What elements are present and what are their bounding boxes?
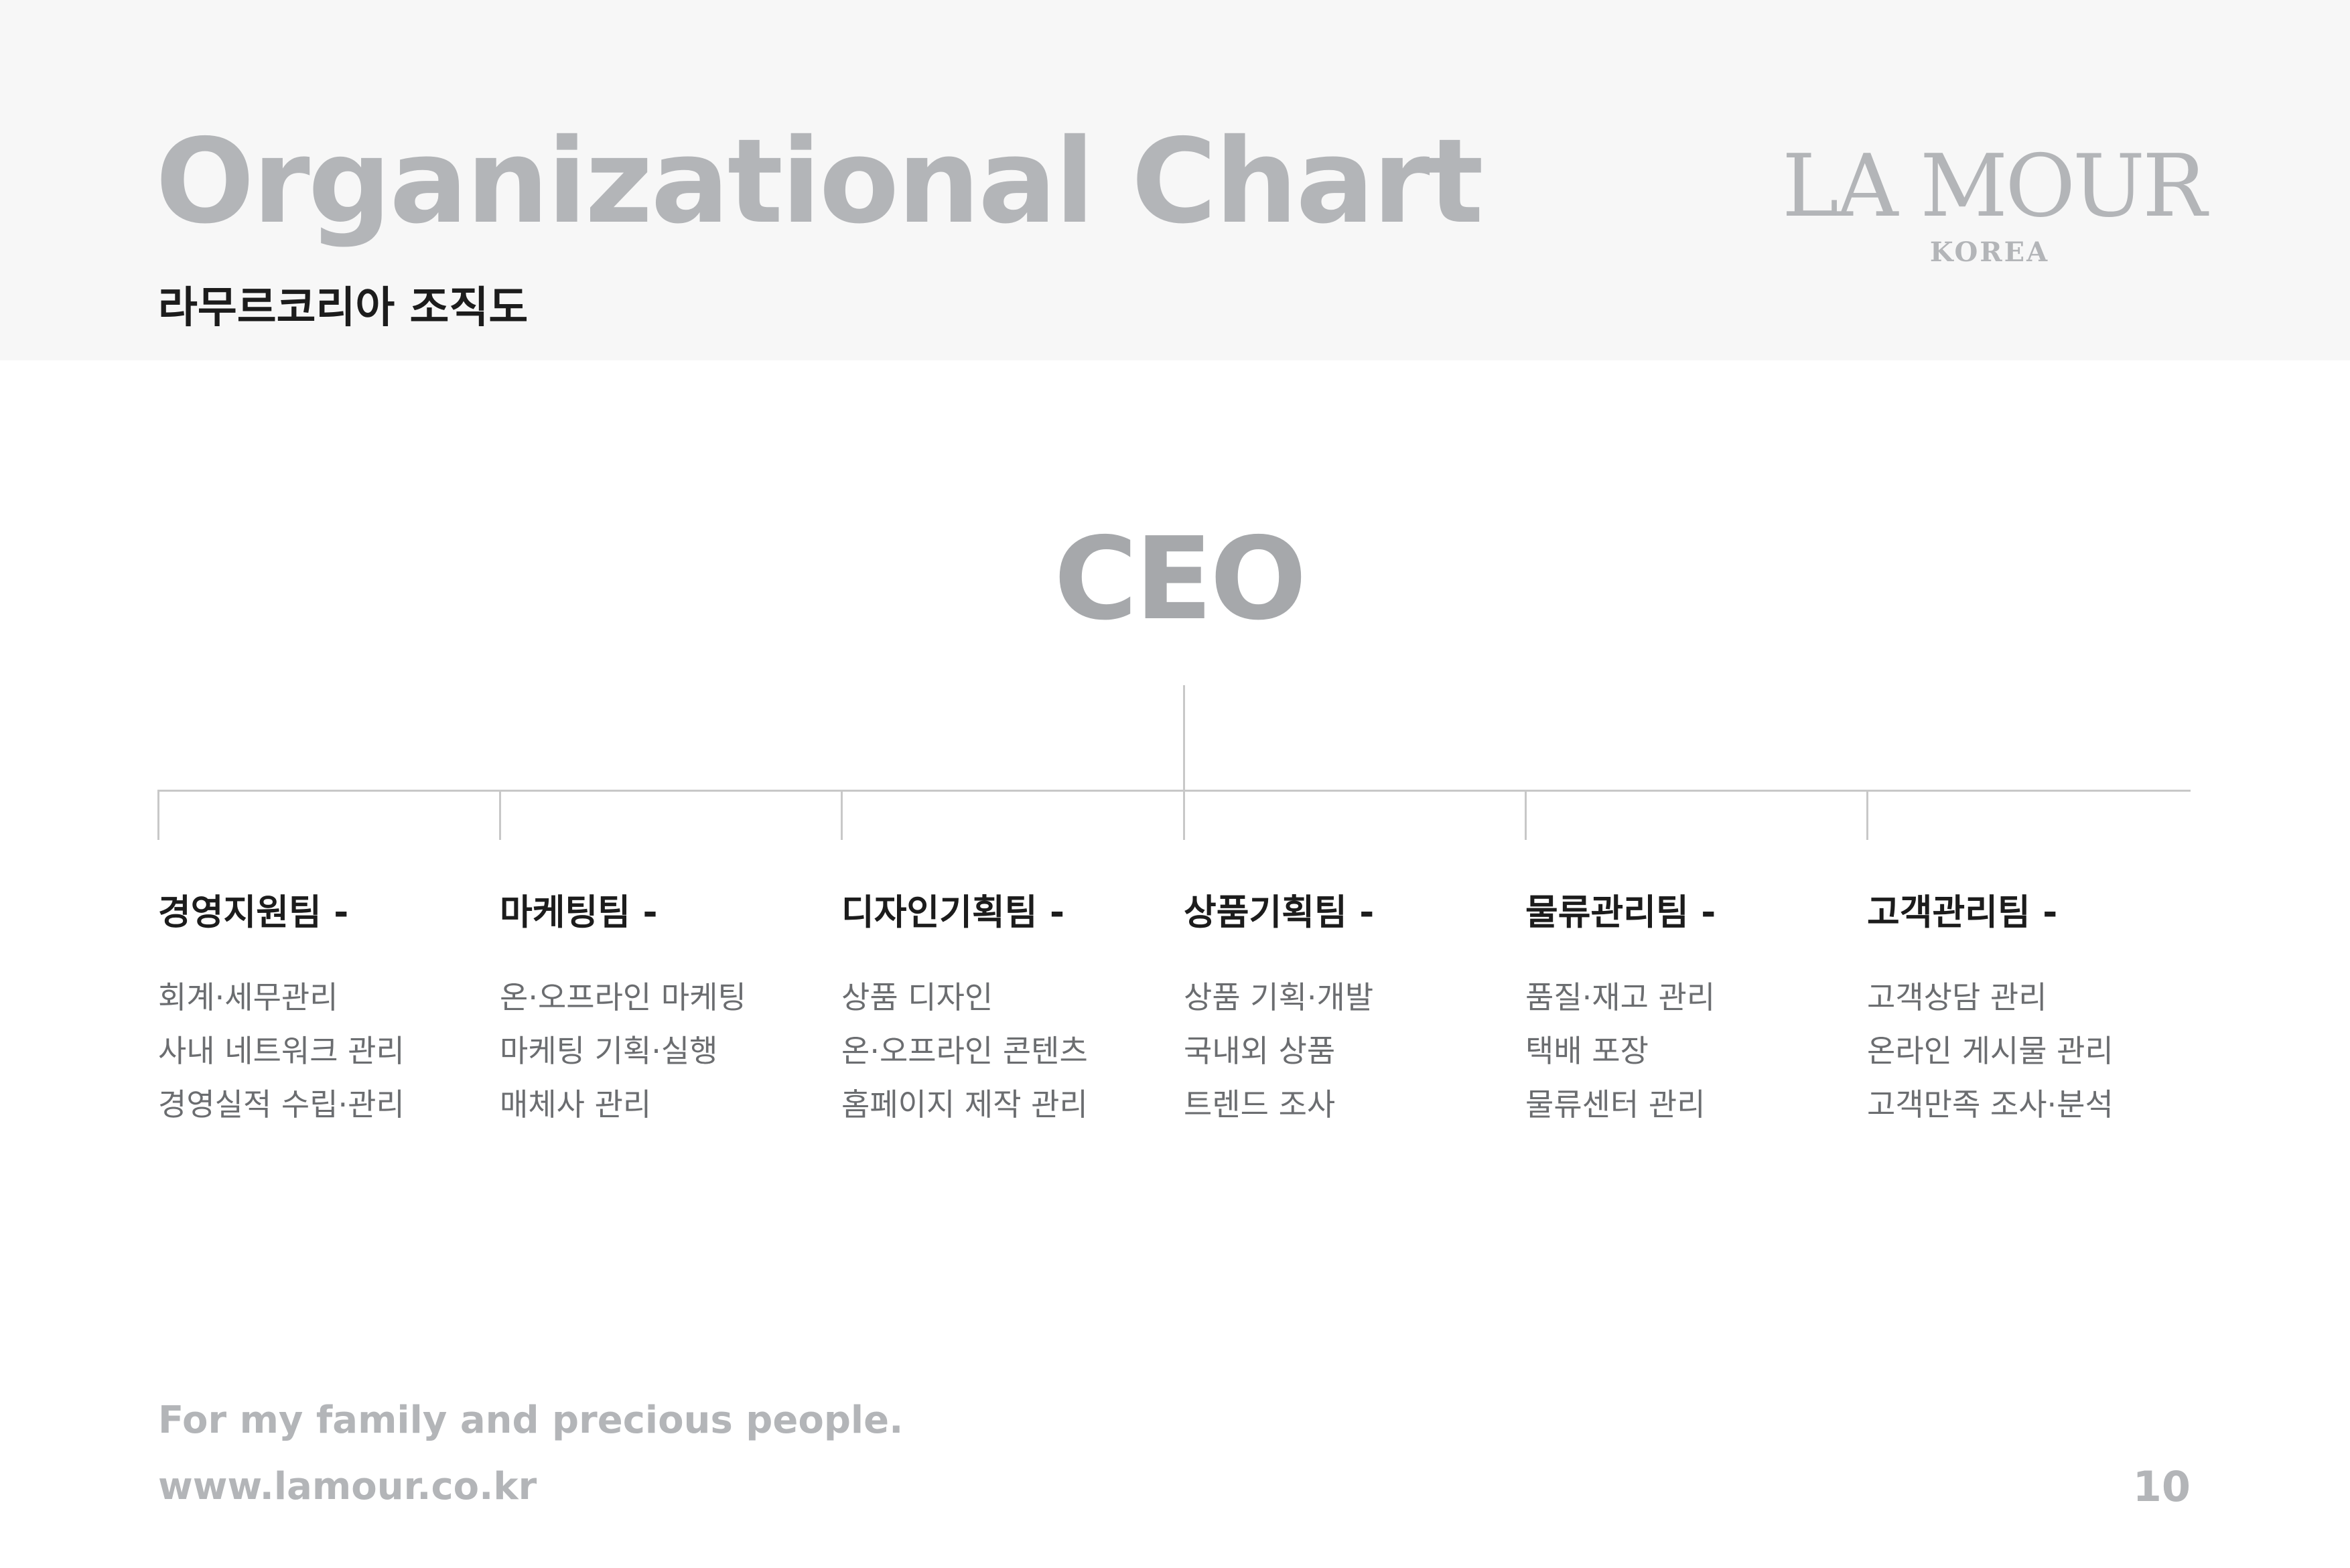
- team-customer-care: 고객관리팀 - 고객상담 관리 온라인 게시물 관리 고객만족 조사·분석: [1867, 895, 2195, 1131]
- team-product-planning: 상품기획팀 - 상품 기획·개발 국내외 상품 트렌드 조사: [1184, 895, 1512, 1131]
- team-name: 마케팅팀 -: [500, 892, 658, 933]
- header-band: Organizational Chart 라무르코리아 조직도 LA MOUR …: [0, 0, 2350, 360]
- team-connector-line: [157, 790, 159, 840]
- team-duty: 온라인 게시물 관리: [1867, 1033, 2114, 1069]
- team-connector-line: [841, 790, 843, 840]
- logo-subtext: KOREA: [1929, 236, 2050, 268]
- page-number: 10: [2132, 1462, 2191, 1511]
- horizontal-connector-line: [157, 790, 2191, 792]
- team-duty: 택배 포장: [1525, 1033, 1649, 1069]
- team-duty: 마케팅 기획·실행: [500, 1033, 718, 1069]
- team-connector-line: [1183, 790, 1185, 840]
- team-duty: 회계·세무관리: [158, 979, 338, 1015]
- team-name: 경영지원팀 -: [158, 892, 349, 933]
- team-design-planning: 디자인기획팀 - 상품 디자인 온·오프라인 콘텐츠 홈페이지 제작 관리: [841, 895, 1170, 1131]
- footer-slogan: For my family and precious people.: [158, 1399, 904, 1442]
- team-duty: 온·오프라인 콘텐츠: [841, 1033, 1088, 1069]
- team-duty: 홈페이지 제작 관리: [841, 1086, 1088, 1123]
- team-connector-line: [1525, 790, 1527, 840]
- team-duty: 품질·재고 관리: [1525, 979, 1716, 1015]
- team-connector-line: [1866, 790, 1868, 840]
- ceo-connector-line: [1183, 685, 1185, 840]
- team-marketing: 마케팅팀 - 온·오프라인 마케팅 마케팅 기획·실행 매체사 관리: [500, 895, 828, 1131]
- team-duties: 회계·세무관리 사내 네트워크 관리 경영실적 수립·관리: [158, 971, 486, 1131]
- team-connector-line: [499, 790, 501, 840]
- page-subtitle: 라무르코리아 조직도: [158, 283, 529, 333]
- ceo-node: CEO: [978, 522, 1380, 636]
- team-duty: 트렌드 조사: [1184, 1086, 1336, 1123]
- team-duty: 온·오프라인 마케팅: [500, 979, 746, 1015]
- logo-wordmark: LA MOUR: [1782, 137, 2207, 236]
- team-duties: 온·오프라인 마케팅 마케팅 기획·실행 매체사 관리: [500, 971, 828, 1131]
- team-duty: 사내 네트워크 관리: [158, 1033, 405, 1069]
- page-title: Organizational Chart: [155, 114, 1484, 250]
- team-duty: 상품 기획·개발: [1184, 979, 1374, 1015]
- team-duties: 품질·재고 관리 택배 포장 물류센터 관리: [1525, 971, 1854, 1131]
- team-duty: 고객만족 조사·분석: [1867, 1086, 2114, 1123]
- team-duties: 고객상담 관리 온라인 게시물 관리 고객만족 조사·분석: [1867, 971, 2195, 1131]
- team-name: 물류관리팀 -: [1525, 892, 1716, 933]
- team-duty: 국내외 상품: [1184, 1033, 1336, 1069]
- footer-website: www.lamour.co.kr: [158, 1465, 537, 1508]
- team-duty: 매체사 관리: [500, 1086, 652, 1123]
- team-duties: 상품 기획·개발 국내외 상품 트렌드 조사: [1184, 971, 1512, 1131]
- team-name: 디자인기획팀 -: [841, 892, 1065, 933]
- brand-logo: LA MOUR KOREA: [1782, 137, 2207, 268]
- team-name: 고객관리팀 -: [1867, 892, 2058, 933]
- ceo-label: CEO: [1054, 513, 1306, 646]
- team-duty: 상품 디자인: [841, 979, 993, 1015]
- team-name: 상품기획팀 -: [1184, 892, 1375, 933]
- team-logistics: 물류관리팀 - 품질·재고 관리 택배 포장 물류센터 관리: [1525, 895, 1854, 1131]
- team-duty: 고객상담 관리: [1867, 979, 2047, 1015]
- team-duty: 물류센터 관리: [1525, 1086, 1706, 1123]
- team-duties: 상품 디자인 온·오프라인 콘텐츠 홈페이지 제작 관리: [841, 971, 1170, 1131]
- team-management-support: 경영지원팀 - 회계·세무관리 사내 네트워크 관리 경영실적 수립·관리: [158, 895, 486, 1131]
- team-duty: 경영실적 수립·관리: [158, 1086, 405, 1123]
